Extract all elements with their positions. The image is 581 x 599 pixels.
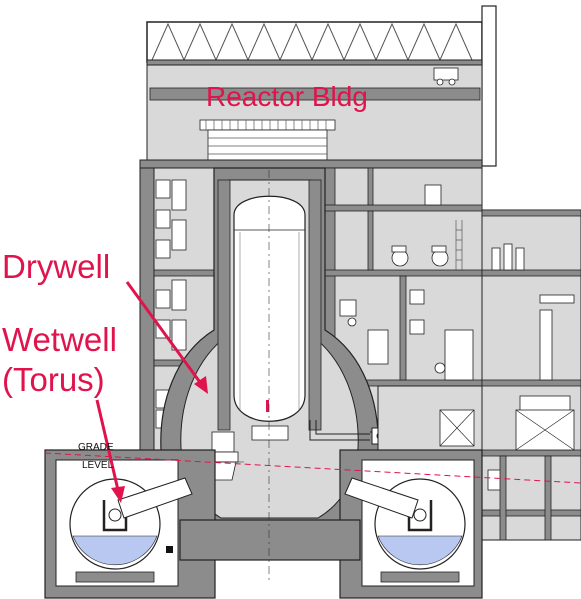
drywell-label: Drywell xyxy=(2,248,110,285)
reactor-bldg-label: Reactor Bldg xyxy=(206,81,368,112)
refuel-floor xyxy=(139,64,483,169)
reactor-vessel xyxy=(233,195,306,441)
turbine-annex xyxy=(481,209,581,541)
grade-label-line1: GRADE xyxy=(78,442,114,453)
recirculation-pump xyxy=(196,431,244,481)
roof-truss xyxy=(146,5,497,167)
wetwell-label: Wetwell xyxy=(2,321,117,358)
wetwell-arrow xyxy=(95,399,125,503)
drywell-arrow xyxy=(125,281,208,394)
torus-label: (Torus) xyxy=(2,361,105,398)
grade-label-line2: LEVEL xyxy=(82,460,114,471)
vent-pipes xyxy=(117,477,419,519)
marker-square xyxy=(166,546,173,553)
